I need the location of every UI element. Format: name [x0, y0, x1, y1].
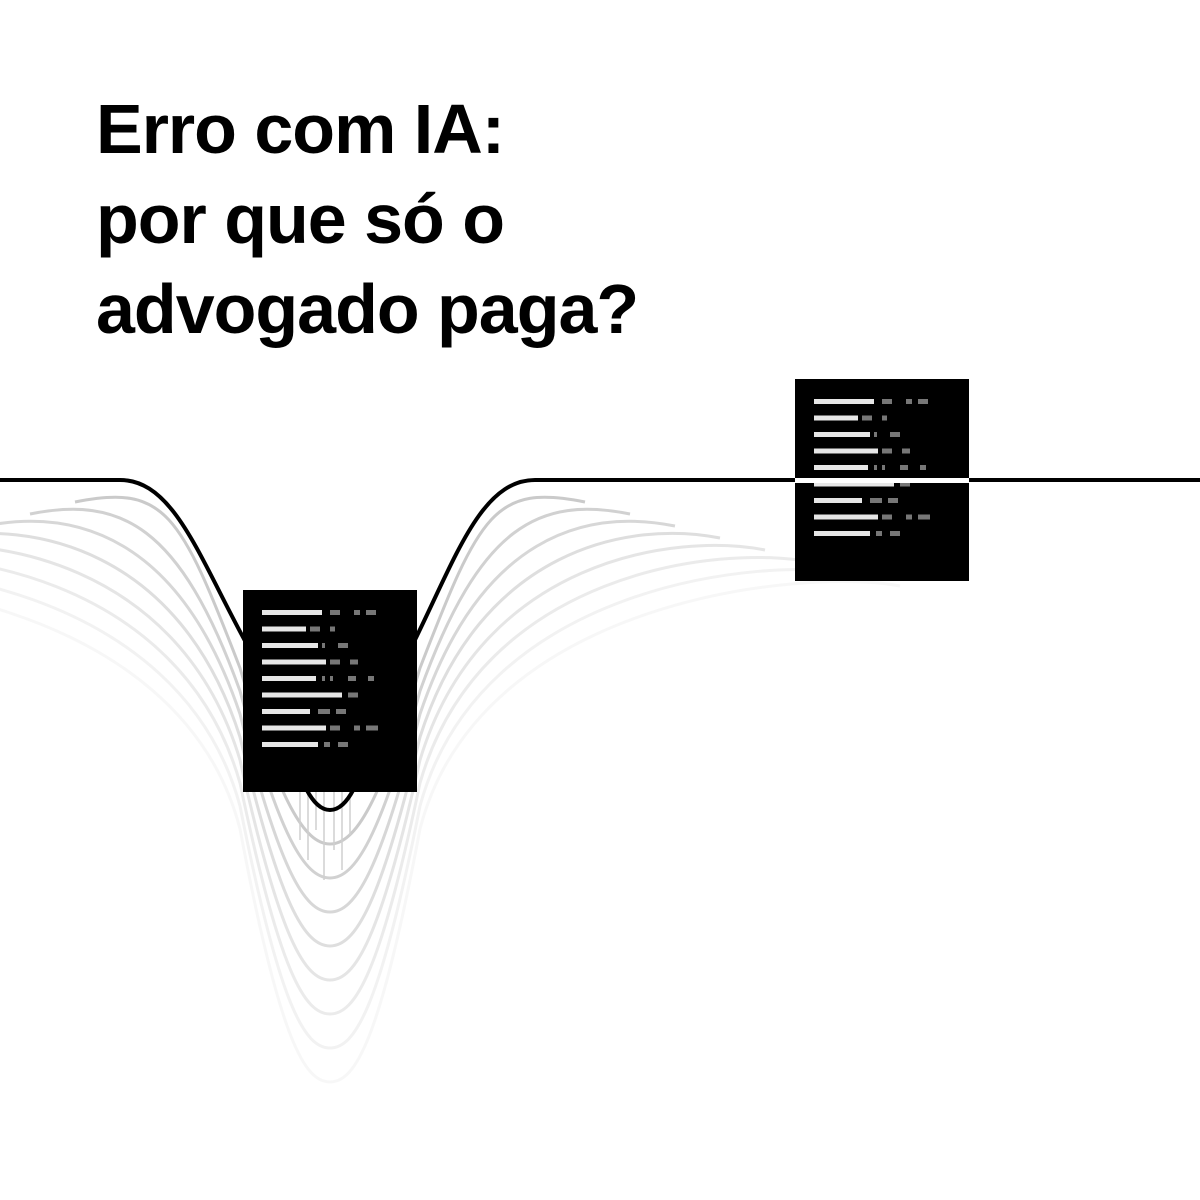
headline-line-3: advogado paga? — [96, 270, 639, 348]
document-meta-bar — [338, 643, 348, 648]
echo-curve — [29, 507, 631, 880]
document-meta-bar — [354, 725, 360, 731]
document-text-bar — [814, 415, 858, 421]
document-meta-bar — [330, 659, 340, 665]
document-meta-bar — [862, 415, 872, 421]
document-meta-bar — [330, 725, 340, 731]
document-meta-bar — [882, 399, 892, 404]
document-text-bar — [262, 709, 310, 714]
document-text-bar — [262, 676, 316, 681]
echo-curves — [0, 495, 901, 1084]
document-meta-bar — [338, 742, 348, 747]
document-text-bar — [814, 531, 870, 536]
document-meta-bar — [918, 514, 930, 520]
echo-curve — [0, 543, 766, 982]
document-meta-bar — [902, 448, 910, 454]
document-text-bar — [262, 742, 318, 747]
document-meta-bar — [918, 399, 928, 404]
document-meta-bar — [906, 399, 912, 404]
document-meta-bar — [874, 432, 877, 437]
document-meta-bar — [330, 610, 340, 615]
headline-line-2: por que só o — [96, 180, 505, 258]
line-crossing-gap — [795, 478, 969, 483]
document-meta-bar — [322, 643, 325, 648]
echo-curve — [0, 555, 811, 1016]
document-meta-bar — [350, 659, 358, 665]
document-meta-bar — [330, 626, 335, 632]
document-text-bar — [262, 659, 326, 665]
echo-curve — [74, 495, 586, 846]
document-text-bar — [262, 643, 318, 648]
document-meta-bar — [322, 676, 325, 681]
document-text-bar — [262, 626, 306, 632]
document-text-bar — [814, 481, 894, 487]
floating-document-text-lines — [814, 399, 930, 536]
headline: Erro com IA: por que só o advogado paga? — [96, 84, 639, 354]
document-meta-bar — [354, 610, 360, 615]
echo-curve — [0, 567, 856, 1050]
document-text-bar — [262, 725, 326, 731]
document-meta-bar — [366, 725, 378, 731]
document-meta-bar — [890, 531, 900, 536]
echo-curve — [0, 519, 676, 914]
document-meta-bar — [348, 692, 358, 698]
document-text-bar — [814, 465, 868, 470]
document-meta-bar — [900, 481, 910, 487]
document-meta-bar — [888, 498, 898, 503]
document-meta-bar — [882, 465, 885, 470]
document-text-bar — [814, 514, 878, 520]
document-meta-bar — [870, 498, 882, 503]
echo-curve — [0, 531, 721, 948]
document-meta-bar — [882, 415, 887, 421]
document-text-bar — [262, 692, 342, 698]
document-meta-bar — [882, 448, 892, 454]
headline-line-1: Erro com IA: — [96, 90, 505, 168]
sunk-document-icon — [243, 590, 417, 792]
document-meta-bar — [310, 626, 320, 632]
document-meta-bar — [348, 676, 356, 681]
document-meta-bar — [366, 610, 376, 615]
document-meta-bar — [906, 514, 912, 520]
document-meta-bar — [874, 465, 877, 470]
document-text-bar — [814, 448, 878, 454]
floating-document-icon — [795, 379, 969, 581]
document-meta-bar — [368, 676, 374, 681]
document-text-bar — [814, 432, 870, 437]
document-meta-bar — [330, 676, 333, 681]
echo-curve — [0, 580, 901, 1084]
document-meta-bar — [336, 709, 346, 714]
document-text-bar — [814, 399, 874, 404]
document-text-bar — [262, 610, 322, 615]
document-meta-bar — [882, 514, 892, 520]
document-text-bar — [814, 498, 862, 503]
document-meta-bar — [900, 465, 908, 470]
document-meta-bar — [318, 709, 330, 714]
main-wave-line — [0, 478, 1200, 813]
document-meta-bar — [324, 742, 330, 747]
document-meta-bar — [876, 531, 882, 536]
document-meta-bar — [890, 432, 900, 437]
sunk-document-text-lines — [262, 610, 378, 747]
document-meta-bar — [920, 465, 926, 470]
